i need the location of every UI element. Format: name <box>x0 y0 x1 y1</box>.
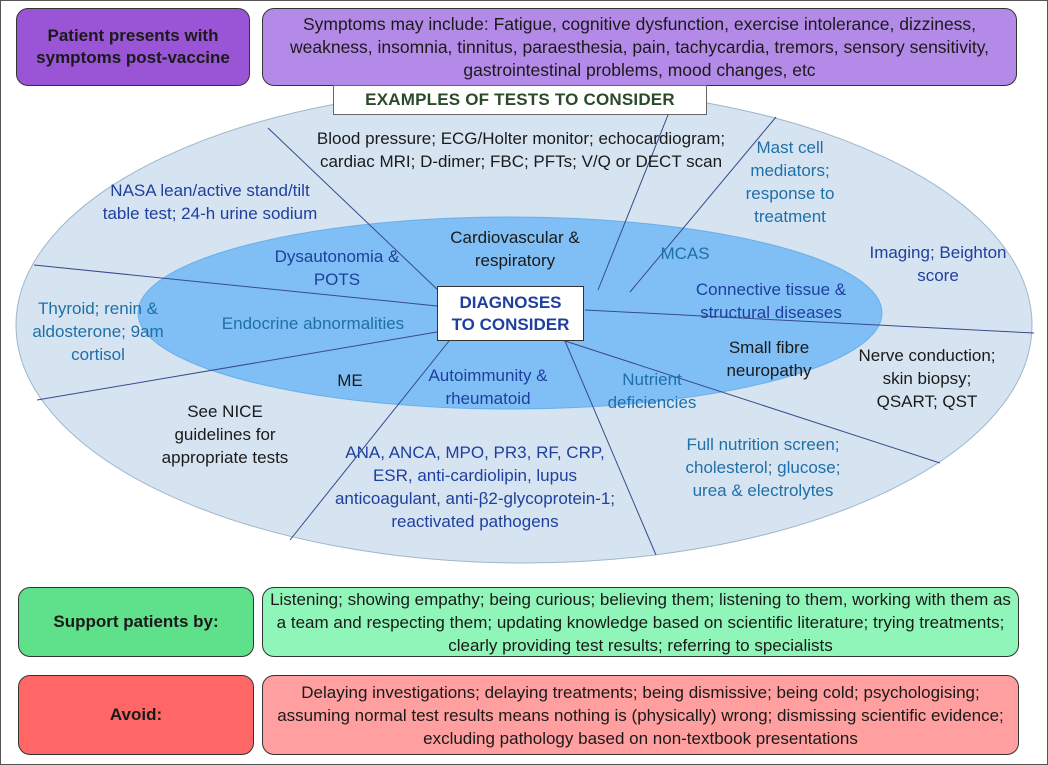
divider-line <box>564 340 657 556</box>
nutrient-tests-text: Full nutrition screen; cholesterol; gluc… <box>685 435 841 500</box>
support-text: Listening; showing empathy; being curiou… <box>270 589 1011 655</box>
cardio-tests-text: Blood pressure; ECG/Holter monitor; echo… <box>316 129 726 171</box>
patient-presents-box: Patient presents with symptoms post-vacc… <box>16 8 250 86</box>
me-diagnosis-label: ME <box>337 371 363 390</box>
mcas-tests-text: Mast cell mediators; response to treatme… <box>745 138 835 226</box>
autoimmunity-tests-text: ANA, ANCA, MPO, PR3, RF, CRP, ESR, anti-… <box>334 443 616 531</box>
avoid-label: Avoid: <box>109 705 163 724</box>
divider-line <box>33 264 438 307</box>
dysautonomia-tests-text: NASA lean/active stand/tilt table test; … <box>102 181 318 223</box>
autoimmunity-diagnosis-label: Autoimmunity & rheumatoid <box>428 366 548 408</box>
symptoms-text: Symptoms may include: Fatigue, cognitive… <box>289 13 990 80</box>
divider-line <box>267 127 441 293</box>
divider-line <box>584 309 1035 334</box>
tests-title-box: EXAMPLES OF TESTS TO CONSIDER <box>333 85 707 115</box>
avoid-text: Delaying investigations; delaying treatm… <box>277 682 1004 748</box>
divider-line <box>629 116 777 293</box>
patient-presents-label: Patient presents with symptoms post-vacc… <box>36 26 230 67</box>
small-fibre-diagnosis-label: Small fibre neuropathy <box>726 338 812 380</box>
divider-line <box>289 340 450 541</box>
divider-line <box>561 339 941 464</box>
tests-title: EXAMPLES OF TESTS TO CONSIDER <box>365 90 675 109</box>
divider-lines <box>33 109 1035 556</box>
endocrine-tests-text: Thyroid; renin & aldosterone; 9am cortis… <box>32 299 164 364</box>
diagnoses-title: DIAGNOSES TO CONSIDER <box>451 292 570 334</box>
avoid-text-box: Delaying investigations; delaying treatm… <box>262 675 1019 755</box>
support-label-box: Support patients by: <box>18 587 254 657</box>
symptoms-box: Symptoms may include: Fatigue, cognitive… <box>262 8 1017 86</box>
diagnoses-title-box: DIAGNOSES TO CONSIDER <box>437 286 584 341</box>
avoid-label-box: Avoid: <box>18 675 254 755</box>
connective-tests-text: Imaging; Beighton score <box>869 243 1007 285</box>
endocrine-diagnosis-label: Endocrine abnormalities <box>221 314 405 333</box>
cardio-diagnosis-label: Cardiovascular & respiratory <box>450 228 580 270</box>
mcas-diagnosis-label: MCAS <box>660 244 710 263</box>
small-fibre-tests-text: Nerve conduction; skin biopsy; QSART; QS… <box>858 346 996 411</box>
support-label: Support patients by: <box>53 612 219 631</box>
dysautonomia-diagnosis-label: Dysautonomia & POTS <box>274 247 400 289</box>
nutrient-diagnosis-label: Nutrient deficiencies <box>607 370 697 412</box>
divider-line <box>597 109 671 291</box>
support-text-box: Listening; showing empathy; being curiou… <box>262 587 1019 657</box>
connective-diagnosis-label: Connective tissue & structural diseases <box>695 280 847 322</box>
me-tests-text: See NICE guidelines for appropriate test… <box>161 402 289 467</box>
divider-line <box>36 331 438 401</box>
